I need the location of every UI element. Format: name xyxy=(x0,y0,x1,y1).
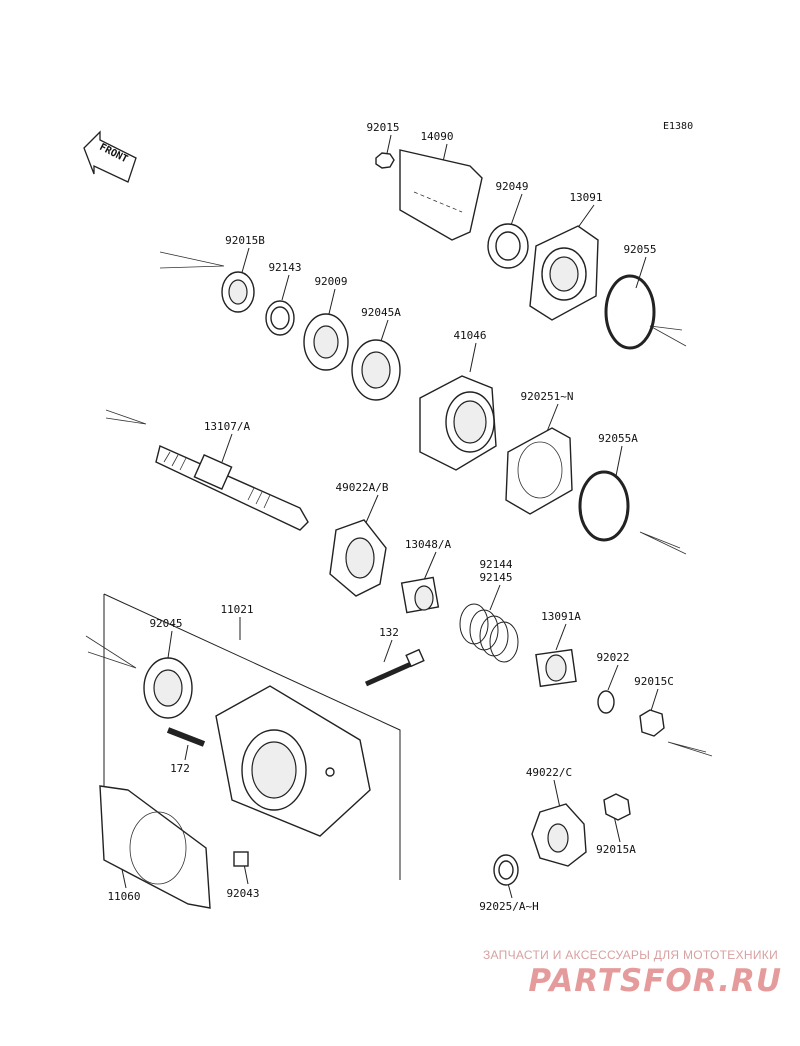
part-label[interactable]: 49022/C xyxy=(526,766,572,779)
coupling-13048A-icon xyxy=(400,576,440,614)
part-label[interactable]: 13048/A xyxy=(405,538,452,551)
part-label[interactable]: 13107/A xyxy=(204,420,251,433)
nut-92015A-icon xyxy=(603,793,631,821)
watermark-logo: PARTSFOR.RU xyxy=(528,963,782,999)
part-label[interactable]: 172 xyxy=(170,762,190,775)
nut-92015C-icon xyxy=(639,709,665,737)
part-label[interactable]: 920251~N xyxy=(521,390,574,403)
part-label[interactable]: 92015B xyxy=(225,234,265,247)
o-ring-92055-icon xyxy=(604,274,656,350)
o-ring-92055A-icon xyxy=(578,470,630,542)
part-label[interactable]: 49022A/B xyxy=(336,481,389,494)
part-label[interactable]: 11060 xyxy=(107,890,140,903)
bevel-gear-49022AB-icon xyxy=(329,519,387,597)
washer-92022-icon xyxy=(597,690,615,714)
gasket-11060-icon xyxy=(99,785,211,909)
part-label[interactable]: 92025/A~H xyxy=(479,900,539,913)
part-label[interactable]: 92055 xyxy=(623,243,656,256)
diagram-code: E1380 xyxy=(663,121,693,132)
spring-92144-icon xyxy=(459,603,519,663)
shaft-13107A-icon xyxy=(155,445,309,531)
part-label[interactable]: 41046 xyxy=(453,329,486,342)
part-label[interactable]: 92143 xyxy=(268,261,301,274)
part-label[interactable]: 92043 xyxy=(226,887,259,900)
part-label[interactable]: 92009 xyxy=(314,275,347,288)
collar-13091A-icon xyxy=(535,648,577,688)
part-label[interactable]: 92015A xyxy=(596,843,636,856)
part-label[interactable]: 92045 xyxy=(149,617,182,630)
part-label[interactable]: 92015C xyxy=(634,675,674,688)
nut-92015-icon xyxy=(375,152,395,169)
part-label[interactable]: 92015 xyxy=(366,121,399,134)
part-label[interactable]: 11021 xyxy=(220,603,253,616)
part-label[interactable]: 92145 xyxy=(479,571,512,584)
part-label[interactable]: 13091 xyxy=(569,191,602,204)
part-label[interactable]: 14090 xyxy=(420,130,453,143)
front-arrow-icon: FRONT xyxy=(83,130,137,183)
part-label[interactable]: 92045A xyxy=(361,306,401,319)
part-label[interactable]: 92144 xyxy=(479,558,512,571)
part-label[interactable]: 132 xyxy=(379,626,399,639)
cover-14090-icon xyxy=(399,149,483,241)
watermark-tagline: ЗАПЧАСТИ И АКСЕССУАРЫ ДЛЯ МОТОТЕХНИКИ xyxy=(482,948,778,962)
part-labels: 92015 14090 92049 13091 92055 92015B 92143 9200… xyxy=(107,121,673,913)
part-label[interactable]: 92022 xyxy=(596,651,629,664)
part-label[interactable]: 13091A xyxy=(541,610,581,623)
case-11021-icon xyxy=(215,685,371,837)
gear-49022C-icon xyxy=(531,803,587,867)
stud-172-icon xyxy=(166,727,206,747)
bolt-132-icon xyxy=(364,648,425,687)
part-label[interactable]: 92049 xyxy=(495,180,528,193)
part-label[interactable]: 92055A xyxy=(598,432,638,445)
dowel-92043-icon xyxy=(233,851,249,867)
